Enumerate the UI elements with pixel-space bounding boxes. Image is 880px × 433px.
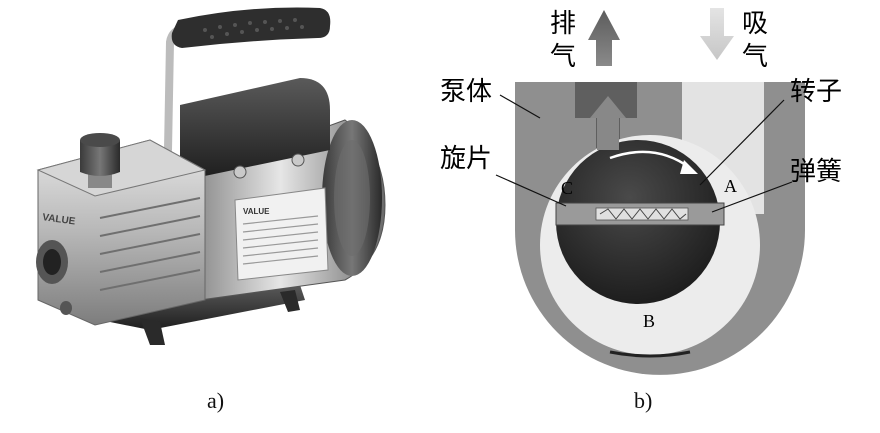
spec-plate-logo: VALUE xyxy=(243,207,270,216)
exhaust-flow-head xyxy=(590,96,626,118)
exhaust-arrow xyxy=(588,10,620,66)
exhaust-flow-shaft xyxy=(597,110,619,150)
spec-plate-lines xyxy=(242,215,319,265)
vane-label: 旋片 xyxy=(440,144,492,174)
drain-port xyxy=(60,301,72,315)
pump-body-label: 泵体 xyxy=(440,77,492,107)
spring xyxy=(595,207,689,221)
rotation-arrow-head xyxy=(680,160,698,174)
intake-label-bottom: 气 xyxy=(742,42,768,72)
rotation-arrow xyxy=(609,150,691,170)
oil-cap-neck xyxy=(88,172,112,188)
handle-grip xyxy=(171,7,331,48)
point-c-label: C xyxy=(561,178,573,198)
cover-screw-right xyxy=(291,153,305,167)
point-a-label: A xyxy=(724,176,737,196)
exhaust-label-top: 排 xyxy=(550,9,576,39)
rotary-vane-cross-section: 排 气 吸 气 泵体 旋片 转子 弹簧 A B C xyxy=(440,8,842,375)
cooling-fins xyxy=(99,197,201,291)
pump-foot xyxy=(140,318,165,345)
panel-b-caption: b) xyxy=(634,388,653,413)
spec-label-plate xyxy=(234,187,329,281)
panel-a-caption: a) xyxy=(207,388,225,413)
leader-lines xyxy=(495,94,793,213)
spring-label: 弹簧 xyxy=(790,157,842,187)
brand-logo: VALUE xyxy=(42,212,77,228)
vacuum-pump-illustration: VALUE xyxy=(36,7,386,345)
pump-foot-rear xyxy=(280,290,300,312)
handle-cover xyxy=(180,78,330,178)
intake-arrow xyxy=(700,8,734,60)
bottom-seal-line xyxy=(609,350,691,358)
pump-base xyxy=(110,285,305,330)
intake-label-top: 吸 xyxy=(742,9,768,39)
spring-coil xyxy=(599,208,687,220)
handle-grip-texture xyxy=(203,18,304,39)
cover-screw-left xyxy=(233,165,247,179)
exhaust-label-bottom: 气 xyxy=(550,42,576,72)
rotor-label: 转子 xyxy=(790,77,842,107)
point-b-label: B xyxy=(643,311,655,331)
